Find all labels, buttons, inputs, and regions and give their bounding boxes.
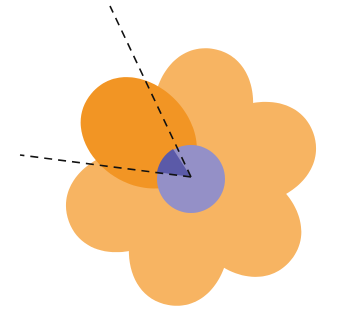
diagram-canvas xyxy=(0,0,341,324)
flower-diagram xyxy=(0,0,341,324)
